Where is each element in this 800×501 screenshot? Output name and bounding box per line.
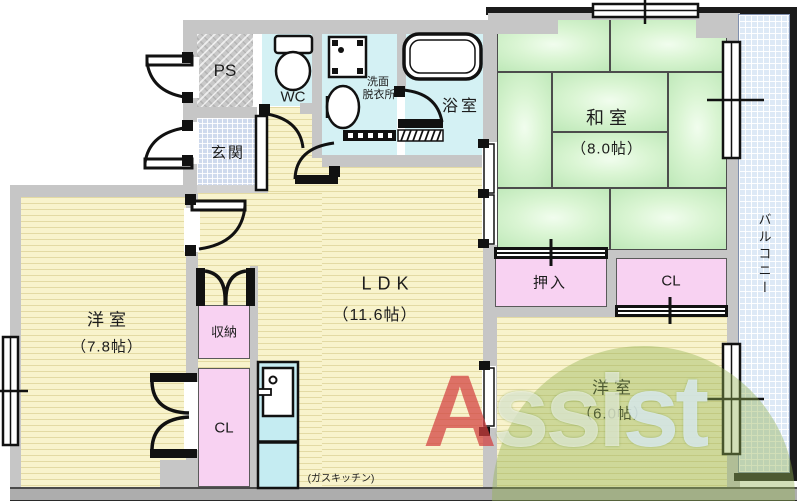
label-ldk-size: （11.6帖） [332, 307, 418, 324]
label-shunou: 収納 [210, 324, 238, 340]
tatami-mat [610, 188, 727, 250]
door-opening [181, 122, 199, 164]
wall-notch-washitsu-right [696, 17, 730, 38]
closet-shunou [198, 305, 250, 359]
label-yoshitsu-right-size: （6.0帖） [577, 405, 649, 423]
room-ps [197, 34, 253, 107]
label-ldk: LDK [361, 273, 415, 294]
closet-cl-right [616, 258, 727, 306]
wall-wc-bottom-stub [300, 103, 312, 114]
wall-wet-bottom [322, 155, 483, 167]
label-washitsu-size: （8.0帖） [571, 140, 643, 158]
label-kitchen-note: (ガスキッチン) [307, 473, 375, 485]
wall-cl-top [607, 250, 740, 258]
wall-corner-chunk [160, 460, 198, 488]
door-opening [184, 208, 200, 252]
label-cl-left: CL [214, 419, 234, 437]
wall-genkan-step [197, 185, 268, 193]
tatami-mat [552, 132, 668, 188]
wall-yoshitsu-left-top [10, 185, 198, 197]
balcony-area [738, 14, 790, 473]
label-yoshitsu-left-size: （7.8帖） [71, 338, 143, 356]
balcony-outer-bottom [734, 473, 797, 481]
tatami-mat [668, 72, 727, 188]
room-yoshitsu-right-floor [497, 317, 727, 487]
closet-cl-left [198, 368, 250, 487]
tatami-mat [552, 72, 668, 132]
label-senmen-2: 脱衣所 [362, 89, 396, 101]
wall-bath-right [483, 20, 497, 142]
label-senmen-1: 洗面 [367, 76, 389, 88]
closet-oshiire [495, 258, 607, 307]
wall-closet-kitchen-divider [250, 266, 258, 487]
label-wc: WC [280, 88, 306, 106]
room-washitsu [497, 19, 727, 250]
label-balcony: バルコニー [756, 212, 772, 298]
wall-left-outer [10, 185, 21, 501]
label-genkan: 玄関 [210, 144, 246, 162]
label-washitsu: 和室 [586, 108, 632, 128]
label-yoshitsu-left: 洋室 [87, 310, 131, 330]
wall-left-column [183, 20, 197, 195]
tatami-mat [497, 72, 552, 188]
label-bathroom: 浴室 [441, 98, 481, 115]
wall-notch-washitsu-left [494, 17, 558, 34]
wall-washroom-bath-divider [397, 20, 406, 90]
room-ldk-floor-right [322, 167, 483, 487]
wall-top-left [183, 20, 490, 34]
tatami-mat [497, 188, 610, 250]
wall-oshiire-cl-divider [607, 250, 617, 317]
label-oshiire: 押入 [532, 274, 568, 292]
room-genkan [197, 118, 257, 188]
label-cl-right: CL [661, 272, 681, 290]
wall-below-oshiire [483, 307, 617, 317]
wall-ps-bottom [197, 107, 257, 118]
balcony-outer-right [790, 7, 797, 481]
door-opening [181, 57, 199, 98]
wall-wc-right [312, 20, 322, 158]
wall-bottom-outer [10, 487, 797, 501]
label-yoshitsu-right: 洋室 [592, 378, 636, 398]
label-ps: PS [213, 61, 237, 80]
